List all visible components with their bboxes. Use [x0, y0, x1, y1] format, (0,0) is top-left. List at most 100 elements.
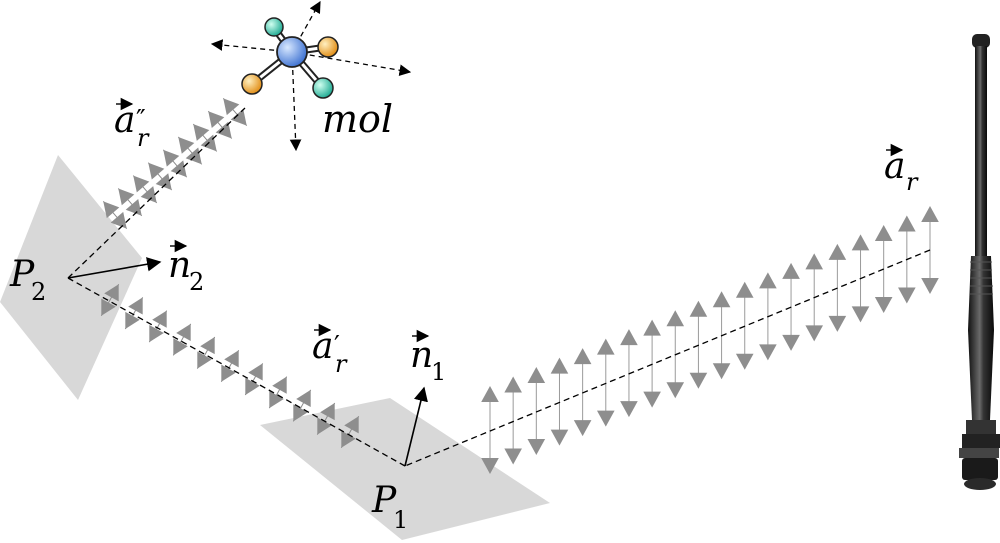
- wave-arrowhead: [133, 175, 150, 193]
- wave-arrowhead: [689, 300, 708, 317]
- mirror-plane-p1: [260, 398, 550, 540]
- wave-arrowhead: [573, 348, 592, 365]
- wave-arrowhead: [735, 281, 754, 298]
- wave-arrowhead: [269, 391, 284, 409]
- wave-arrowhead: [296, 389, 311, 407]
- wave-arrowhead: [221, 364, 236, 382]
- svg-text:2: 2: [31, 278, 46, 306]
- wave-arrowhead: [101, 298, 116, 316]
- wave-arrowhead: [851, 306, 870, 323]
- svg-text:a: a: [312, 326, 333, 367]
- wave-arrowhead: [712, 291, 731, 308]
- wave-arrowhead: [828, 315, 847, 332]
- wave-arrowhead: [272, 376, 287, 394]
- wave-arrowhead: [173, 338, 188, 356]
- wave-arrowhead: [185, 147, 202, 165]
- wave-arrowhead: [245, 377, 260, 395]
- wave-arrowhead: [224, 350, 239, 368]
- wave-arrowhead: [782, 262, 800, 279]
- beam-path: [67, 107, 931, 467]
- wave-arrowhead: [643, 391, 661, 408]
- wave-arrowhead: [118, 188, 135, 206]
- wave-arrowhead: [148, 162, 165, 180]
- wave-arrows-ar: [481, 206, 939, 474]
- wave-arrowhead: [193, 124, 210, 141]
- wave-arrowhead: [874, 296, 893, 313]
- wave-arrowhead: [643, 319, 661, 336]
- wave-arrowhead: [149, 325, 164, 343]
- wave-arrowhead: [689, 372, 708, 389]
- label-mol: mol: [322, 97, 393, 141]
- wave-arrowhead: [898, 287, 916, 304]
- label-n2: n 2: [168, 239, 204, 296]
- svg-text:″: ″: [136, 105, 146, 135]
- wave-arrowhead: [208, 111, 225, 128]
- wave-arrowhead: [104, 284, 119, 302]
- wave-arrowhead: [874, 224, 893, 241]
- wave-arrowhead: [178, 136, 195, 154]
- wave-arrowhead: [125, 199, 142, 216]
- wave-arrowhead: [170, 160, 187, 178]
- label-p1: P 1: [371, 480, 408, 534]
- wave-arrowhead: [527, 367, 546, 384]
- wave-arrowhead: [921, 206, 939, 222]
- wave-arrowhead: [712, 363, 731, 380]
- wave-arrowhead: [155, 173, 172, 191]
- svg-text:P: P: [371, 480, 397, 521]
- wave-arrowhead: [341, 430, 356, 448]
- wave-arrowhead: [805, 253, 824, 270]
- wave-arrowhead: [152, 310, 167, 328]
- wave-arrowhead: [527, 439, 546, 456]
- svg-text:P: P: [9, 254, 35, 295]
- wave-arrowhead: [223, 98, 240, 116]
- svg-text:′: ′: [334, 331, 340, 361]
- normal-arrow-n2: [67, 257, 162, 279]
- antenna-icon: [959, 34, 1000, 490]
- wave-arrows-ar-double-prime: [102, 98, 248, 229]
- wave-arrowhead: [620, 401, 638, 418]
- label-n1: n 1: [410, 329, 446, 386]
- wave-arrowhead: [197, 351, 212, 369]
- wave-arrowhead: [103, 201, 120, 219]
- normal-arrow-n1: [404, 386, 428, 467]
- wave-arrowhead: [317, 417, 332, 435]
- svg-text:a: a: [884, 146, 905, 187]
- label-ar-prime: a ′ r: [312, 323, 348, 378]
- wave-arrowhead: [596, 338, 615, 355]
- wave-arrowhead: [666, 310, 685, 327]
- wave-arrowhead: [805, 325, 824, 342]
- svg-text:r: r: [137, 124, 150, 152]
- wave-arrowhead: [176, 323, 191, 341]
- wave-arrowhead: [248, 363, 263, 381]
- wave-arrowhead: [921, 278, 939, 294]
- svg-text:r: r: [335, 350, 348, 378]
- wave-arrowhead: [163, 149, 180, 167]
- wave-arrowhead: [504, 448, 522, 465]
- wave-arrowhead: [481, 458, 499, 474]
- wave-arrowhead: [128, 297, 143, 315]
- wave-arrowhead: [759, 272, 777, 289]
- wave-arrowhead: [620, 329, 638, 346]
- molecule-icon: [210, 0, 412, 152]
- wave-arrowhead: [293, 404, 308, 422]
- svg-text:r: r: [906, 168, 919, 196]
- wave-arrowhead: [344, 416, 359, 434]
- wave-arrowhead: [230, 108, 247, 126]
- wave-arrowhead: [125, 311, 140, 329]
- wave-arrowhead: [759, 344, 777, 361]
- wave-arrowhead: [320, 403, 335, 421]
- wave-arrowhead: [550, 357, 569, 374]
- wave-arrowhead: [573, 420, 592, 437]
- wave-arrowhead: [550, 429, 569, 446]
- wave-arrowhead: [110, 211, 127, 229]
- label-ar: a r: [884, 143, 919, 196]
- wave-arrowhead: [200, 337, 215, 355]
- svg-text:a: a: [114, 100, 135, 141]
- svg-text:n: n: [168, 245, 191, 286]
- wave-arrowhead: [504, 376, 522, 393]
- label-p2: P 2: [9, 254, 46, 306]
- wave-arrowhead: [898, 215, 916, 232]
- svg-text:1: 1: [393, 506, 408, 534]
